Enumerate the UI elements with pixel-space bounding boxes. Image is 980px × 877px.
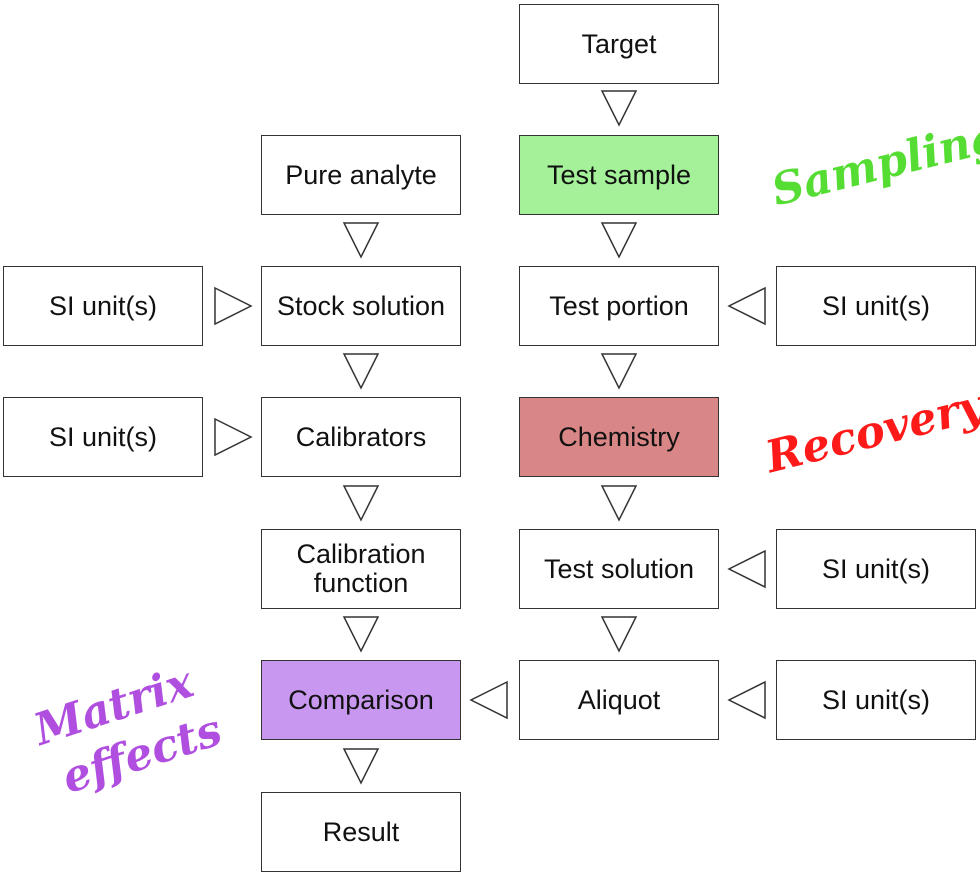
si-unit-box-calibrators: SI unit(s) [3, 397, 203, 477]
left-arrow-icon [727, 680, 766, 720]
down-arrow-icon [600, 222, 638, 259]
pure-analyte-box: Pure analyte [261, 135, 461, 215]
si-unit-box-stock: SI unit(s) [3, 266, 203, 346]
si-unit-box-aliquot: SI unit(s) [776, 660, 976, 740]
test-sample-box: Test sample [519, 135, 719, 215]
down-arrow-icon [342, 485, 380, 522]
comparison-box: Comparison [261, 660, 461, 740]
stock-solution-box: Stock solution [261, 266, 461, 346]
left-arrow-icon [727, 286, 766, 326]
calibrators-box: Calibrators [261, 397, 461, 477]
left-arrow-icon [727, 549, 766, 589]
si-unit-box-test-solution: SI unit(s) [776, 529, 976, 609]
test-solution-box: Test solution [519, 529, 719, 609]
down-arrow-icon [600, 90, 638, 127]
down-arrow-icon [600, 485, 638, 522]
right-arrow-icon [214, 286, 253, 326]
si-unit-box-portion: SI unit(s) [776, 266, 976, 346]
down-arrow-icon [600, 616, 638, 653]
target-box: Target [519, 4, 719, 84]
recovery-annotation: Recovery [760, 379, 980, 484]
down-arrow-icon [342, 353, 380, 390]
right-arrow-icon [214, 417, 253, 457]
sampling-annotation: Sampling [766, 110, 980, 217]
aliquot-box: Aliquot [519, 660, 719, 740]
test-portion-box: Test portion [519, 266, 719, 346]
down-arrow-icon [342, 748, 380, 785]
calibration-function-box: Calibration function [261, 529, 461, 609]
result-box: Result [261, 792, 461, 872]
down-arrow-icon [600, 353, 638, 390]
down-arrow-icon [342, 616, 380, 653]
down-arrow-icon [342, 222, 380, 259]
chemistry-box: Chemistry [519, 397, 719, 477]
left-arrow-icon [469, 680, 508, 720]
